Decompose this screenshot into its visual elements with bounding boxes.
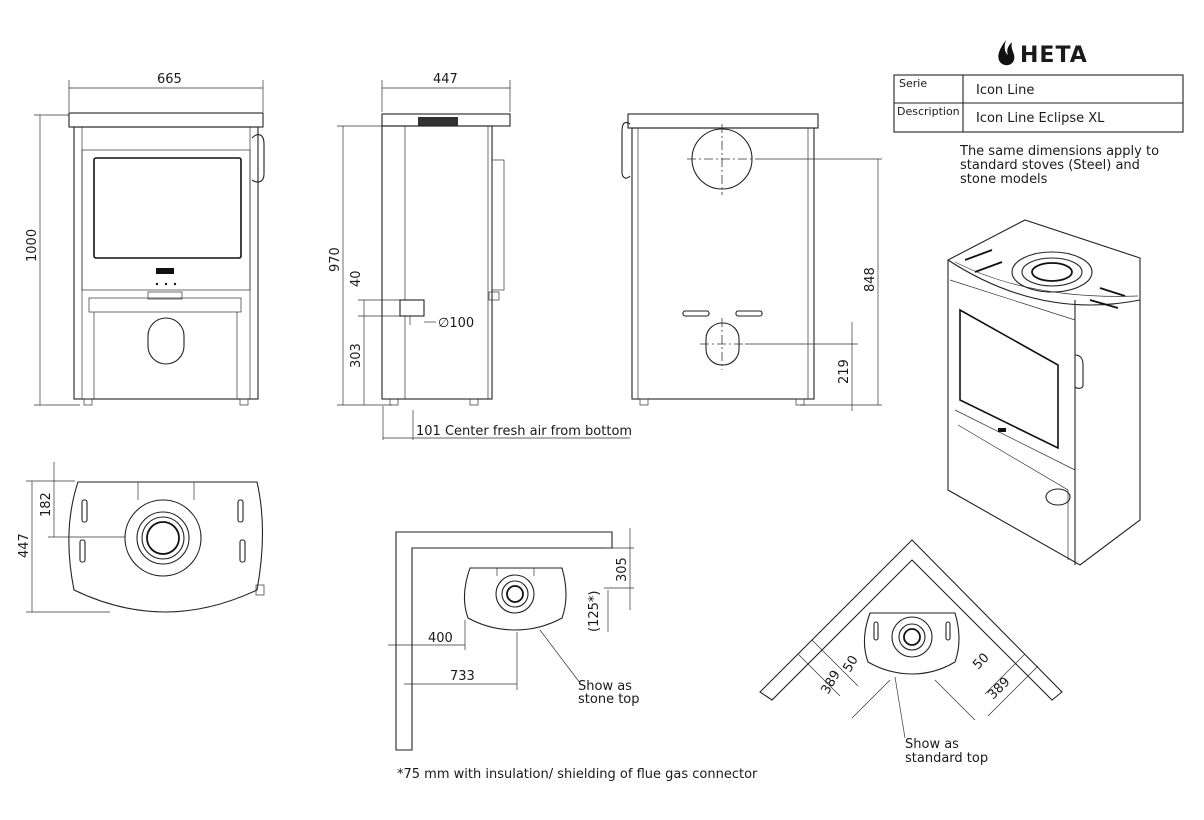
corner-caption-2: standard top <box>905 751 988 766</box>
corner-caption-1: Show as <box>905 737 959 752</box>
stone-dim-400: 400 <box>428 631 453 646</box>
fresh-air-label: 101 Center fresh air from bottom <box>416 424 632 439</box>
info-table: Serie Icon Line Description Icon Line Ec… <box>893 74 1184 133</box>
table-key-description: Description <box>897 105 960 118</box>
note-line-2: standard stoves (Steel) and <box>960 158 1140 173</box>
stone-dim-733: 733 <box>450 669 475 684</box>
side-height-dim: 970 <box>328 247 343 272</box>
dimensions-note: The same dimensions apply to standard st… <box>959 144 1159 187</box>
top-depth-dim: 447 <box>17 533 32 558</box>
side-diameter-value: 100 <box>449 316 474 331</box>
logo-text: HETA <box>1020 43 1088 68</box>
stone-caption-1: Show as <box>578 679 632 694</box>
table-value-serie: Icon Line <box>976 83 1034 98</box>
front-height-dim: 1000 <box>25 229 40 262</box>
corner-dim-389-right: 389 <box>985 675 1013 703</box>
front-view: 665 1000 <box>25 72 265 406</box>
stone-caption-2: stone top <box>578 692 640 707</box>
back-air-height-dim: 219 <box>837 359 852 384</box>
note-line-1: The same dimensions apply to <box>959 144 1159 159</box>
side-dim-40: 40 <box>349 270 364 287</box>
side-depth-dim: 447 <box>433 72 458 87</box>
side-diameter-label: ∅100 <box>438 316 474 331</box>
corner-dim-50-right: 50 <box>970 651 992 673</box>
side-view: 447 970 40 303 ∅100 101 Center fresh air… <box>328 72 632 440</box>
top-view: 447 182 <box>17 462 265 613</box>
table-key-serie: Serie <box>899 77 927 90</box>
stone-top-view: 305 (125*) 400 733 Show as stone top <box>388 528 640 751</box>
top-center-dim: 182 <box>39 492 54 517</box>
back-outlet-height-dim: 848 <box>863 267 878 292</box>
stone-dim-125: (125*) <box>587 591 602 632</box>
note-line-3: stone models <box>960 172 1048 187</box>
back-view: 848 219 <box>621 113 882 411</box>
table-value-description: Icon Line Eclipse XL <box>976 111 1105 126</box>
heta-logo: HETA <box>998 40 1087 68</box>
corner-view: 50 389 50 389 Show as standard top <box>759 539 1063 766</box>
footnote: *75 mm with insulation/ shielding of flu… <box>397 767 758 782</box>
perspective-view <box>947 219 1141 566</box>
stone-dim-305: 305 <box>615 557 630 582</box>
corner-dim-389-left: 389 <box>818 668 843 697</box>
side-dim-303: 303 <box>349 343 364 368</box>
corner-dim-50-left: 50 <box>840 653 861 675</box>
front-width-dim: 665 <box>157 72 182 87</box>
